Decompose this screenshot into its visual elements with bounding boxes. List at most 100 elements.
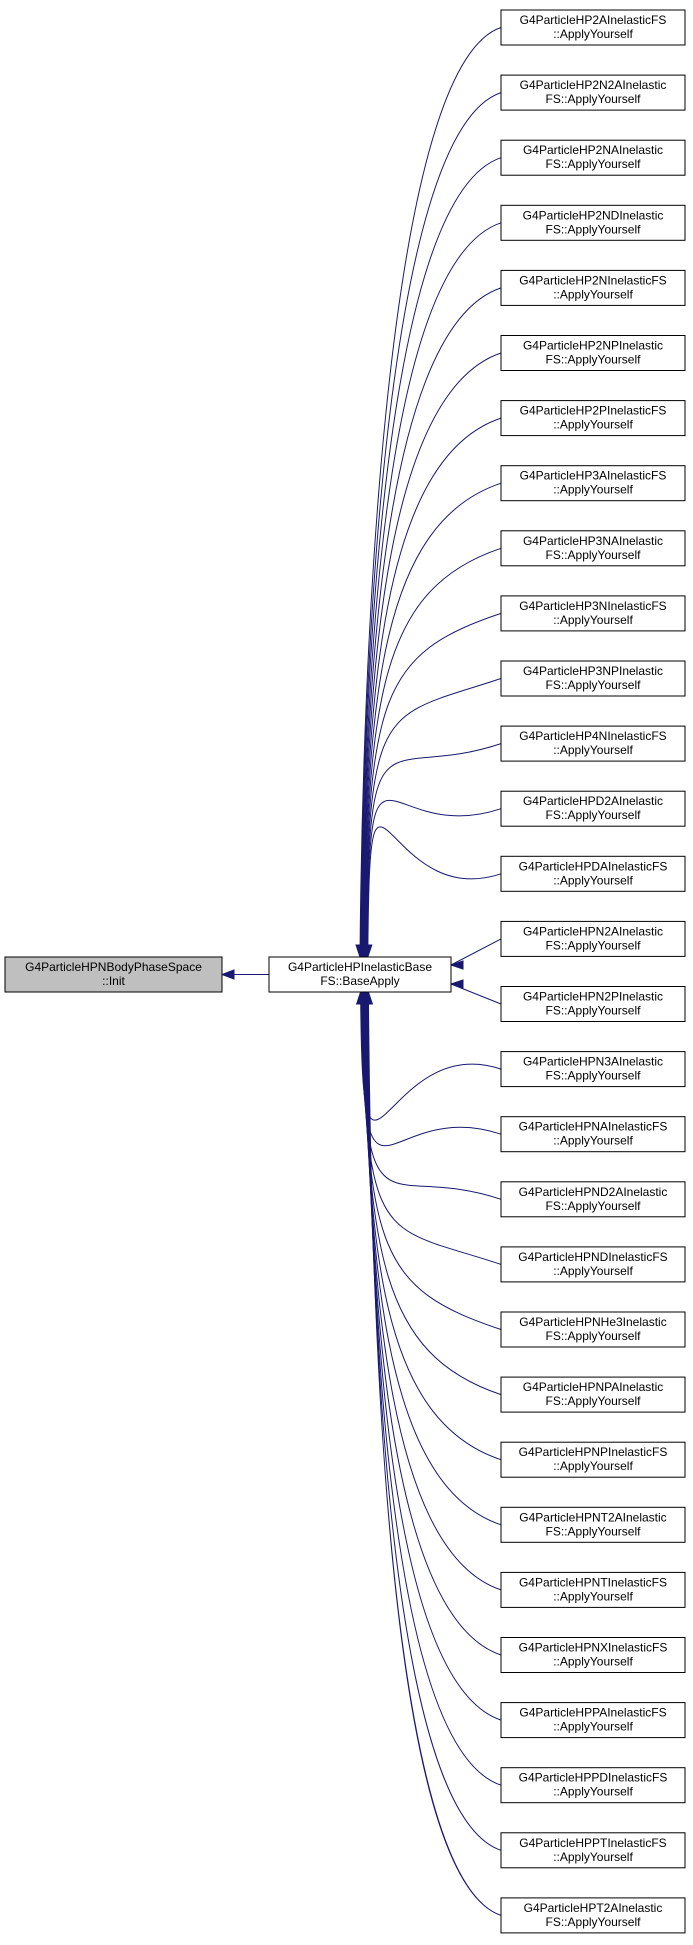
caller-node[interactable]: G4ParticleHPNPInelasticFS::ApplyYourself <box>500 1441 686 1478</box>
arrowhead <box>220 969 235 980</box>
caller-node[interactable]: G4ParticleHPN3AInelasticFS::ApplyYoursel… <box>500 1051 686 1088</box>
caller-node[interactable]: G4ParticleHPNTInelasticFS::ApplyYourself <box>500 1571 686 1608</box>
caller-label-line1: G4ParticleHPN2AInelastic <box>523 924 663 938</box>
caller-node[interactable]: G4ParticleHPNHe3InelasticFS::ApplyYourse… <box>500 1311 686 1348</box>
caller-label-line2: ::ApplyYourself <box>553 1134 633 1148</box>
caller-label-line2: FS::ApplyYourself <box>546 92 642 106</box>
caller-label-line2: ::ApplyYourself <box>553 743 633 757</box>
edge-layer <box>220 27 502 1916</box>
caller-node[interactable]: G4ParticleHPNPAInelasticFS::ApplyYoursel… <box>500 1376 686 1413</box>
caller-label-line2: FS::ApplyYourself <box>546 1069 642 1083</box>
caller-label-line2: FS::ApplyYourself <box>546 157 642 171</box>
caller-node[interactable]: G4ParticleHPPTInelasticFS::ApplyYourself <box>500 1832 686 1869</box>
arrowhead <box>363 944 373 959</box>
caller-label-line1: G4ParticleHPNPAInelastic <box>523 1380 664 1394</box>
caller-node[interactable]: G4ParticleHPN2PInelasticFS::ApplyYoursel… <box>500 986 686 1022</box>
caller-node[interactable]: G4ParticleHPD2AInelasticFS::ApplyYoursel… <box>500 790 686 827</box>
caller-label-line2: ::ApplyYourself <box>553 1720 633 1734</box>
call-edge <box>449 938 502 970</box>
caller-label-line2: ::ApplyYourself <box>553 1785 633 1799</box>
caller-node[interactable]: G4ParticleHP2NInelasticFS::ApplyYourself <box>500 269 686 306</box>
call-edge <box>357 990 502 1200</box>
caller-node[interactable]: G4ParticleHP4NInelasticFS::ApplyYourself <box>500 725 686 762</box>
caller-label-line2: FS::ApplyYourself <box>546 1394 642 1408</box>
caller-label-line1: G4ParticleHPNAInelasticFS <box>519 1120 668 1134</box>
caller-node[interactable]: G4ParticleHP2NAInelasticFS::ApplyYoursel… <box>500 139 686 176</box>
caller-node[interactable]: G4ParticleHPT2AInelasticFS::ApplyYoursel… <box>500 1897 686 1934</box>
caller-node[interactable]: G4ParticleHPNDInelasticFS::ApplyYourself <box>500 1246 686 1283</box>
caller-node[interactable]: G4ParticleHPNXInelasticFS::ApplyYourself <box>500 1637 686 1673</box>
caller-node[interactable]: G4ParticleHP2PInelasticFS::ApplyYourself <box>500 400 686 437</box>
caller-label-line1: G4ParticleHPDAInelasticFS <box>519 859 668 873</box>
caller-label-line2: FS::ApplyYourself <box>546 808 642 822</box>
call-edge <box>357 990 502 1265</box>
caller-label-line1: G4ParticleHP3NAInelastic <box>523 534 663 548</box>
caller-label-line2: ::ApplyYourself <box>553 27 633 41</box>
call-edge <box>360 990 502 1591</box>
call-edge <box>356 990 502 1147</box>
call-edge <box>357 222 502 959</box>
focus-node-label-line1: G4ParticleHPNBodyPhaseSpace <box>25 960 202 974</box>
caller-node[interactable]: G4ParticleHPDAInelasticFS::ApplyYourself <box>500 855 686 892</box>
caller-label-line1: G4ParticleHPPDInelasticFS <box>519 1771 668 1785</box>
caller-label-line1: G4ParticleHP3AInelasticFS <box>520 469 667 483</box>
caller-node[interactable]: G4ParticleHP2AInelasticFS::ApplyYourself <box>500 9 686 46</box>
caller-node[interactable]: G4ParticleHPND2AInelasticFS::ApplyYourse… <box>500 1181 686 1218</box>
caller-node[interactable]: G4ParticleHPPDInelasticFS::ApplyYourself <box>500 1767 686 1804</box>
base-apply-to-init-edge <box>220 969 269 980</box>
caller-label-line2: FS::ApplyYourself <box>546 222 642 236</box>
caller-label-line2: ::ApplyYourself <box>553 418 633 432</box>
caller-label-line1: G4ParticleHP2NPInelastic <box>523 339 663 353</box>
caller-label-line2: FS::ApplyYourself <box>546 548 642 562</box>
caller-node[interactable]: G4ParticleHP3NPInelasticFS::ApplyYoursel… <box>500 660 686 697</box>
call-edge <box>357 287 502 959</box>
caller-label-line2: FS::ApplyYourself <box>546 1915 642 1929</box>
arrowhead <box>449 979 464 989</box>
caller-label-line1: G4ParticleHP2NAInelastic <box>523 143 663 157</box>
focus-node[interactable]: G4ParticleHPNBodyPhaseSpace ::Init <box>4 956 223 993</box>
caller-label-line1: G4ParticleHPD2AInelastic <box>523 794 663 808</box>
caller-label-line2: FS::ApplyYourself <box>546 678 642 692</box>
call-edge <box>361 743 502 959</box>
caller-node[interactable]: G4ParticleHP2NPInelasticFS::ApplyYoursel… <box>500 335 686 371</box>
caller-label-line1: G4ParticleHPN2PInelastic <box>523 990 663 1004</box>
caller-node[interactable]: G4ParticleHP2NDInelasticFS::ApplyYoursel… <box>500 204 686 241</box>
caller-node[interactable]: G4ParticleHPNAInelasticFS::ApplyYourself <box>500 1116 686 1153</box>
caller-node[interactable]: G4ParticleHP2N2AInelasticFS::ApplyYourse… <box>500 74 686 111</box>
call-edge <box>449 979 502 1005</box>
call-edge <box>358 990 502 1330</box>
call-edge <box>360 990 502 1526</box>
caller-label-line1: G4ParticleHP3NInelasticFS <box>519 599 666 613</box>
caller-label-line1: G4ParticleHPNHe3Inelastic <box>519 1315 666 1329</box>
caller-node[interactable]: G4ParticleHPPAInelasticFS::ApplyYourself <box>500 1702 686 1739</box>
caller-label-line2: ::ApplyYourself <box>553 1850 633 1864</box>
base-apply-node[interactable]: G4ParticleHPInelasticBase FS::BaseApply <box>268 956 452 993</box>
caller-label-line2: ::ApplyYourself <box>553 287 633 301</box>
caller-node[interactable]: G4ParticleHPN2AInelasticFS::ApplyYoursel… <box>500 920 686 957</box>
caller-label-line2: ::ApplyYourself <box>553 1655 633 1669</box>
caller-label-line1: G4ParticleHP2PInelasticFS <box>520 404 667 418</box>
caller-label-line2: FS::ApplyYourself <box>546 353 642 367</box>
call-edge <box>355 990 502 1121</box>
base-apply-label-line2: FS::BaseApply <box>320 974 399 988</box>
caller-label-line2: ::ApplyYourself <box>553 483 633 497</box>
caller-label-line1: G4ParticleHP2NDInelastic <box>523 208 664 222</box>
caller-node[interactable]: G4ParticleHP3AInelasticFS::ApplyYourself <box>500 465 686 502</box>
caller-label-line1: G4ParticleHPNPInelasticFS <box>519 1445 668 1459</box>
focus-node-label-line2: ::Init <box>102 974 125 988</box>
caller-label-line1: G4ParticleHPPTInelasticFS <box>519 1836 666 1850</box>
caller-label-line1: G4ParticleHP3NPInelastic <box>523 664 663 678</box>
call-edge <box>363 826 502 959</box>
caller-node[interactable]: G4ParticleHP3NAInelasticFS::ApplyYoursel… <box>500 530 686 567</box>
call-edge <box>356 157 502 959</box>
caller-node[interactable]: G4ParticleHPNT2AInelasticFS::ApplyYourse… <box>500 1506 686 1543</box>
caller-label-line2: FS::ApplyYourself <box>546 1199 642 1213</box>
caller-label-line1: G4ParticleHPNT2AInelastic <box>519 1510 666 1524</box>
caller-label-line1: G4ParticleHP2AInelasticFS <box>520 13 667 27</box>
caller-label-line2: ::ApplyYourself <box>553 1264 633 1278</box>
arrowhead <box>449 960 464 970</box>
caller-node[interactable]: G4ParticleHP3NInelasticFS::ApplyYourself <box>500 595 686 632</box>
caller-label-line2: FS::ApplyYourself <box>546 1004 642 1018</box>
caller-label-line1: G4ParticleHPNDInelasticFS <box>518 1250 667 1264</box>
